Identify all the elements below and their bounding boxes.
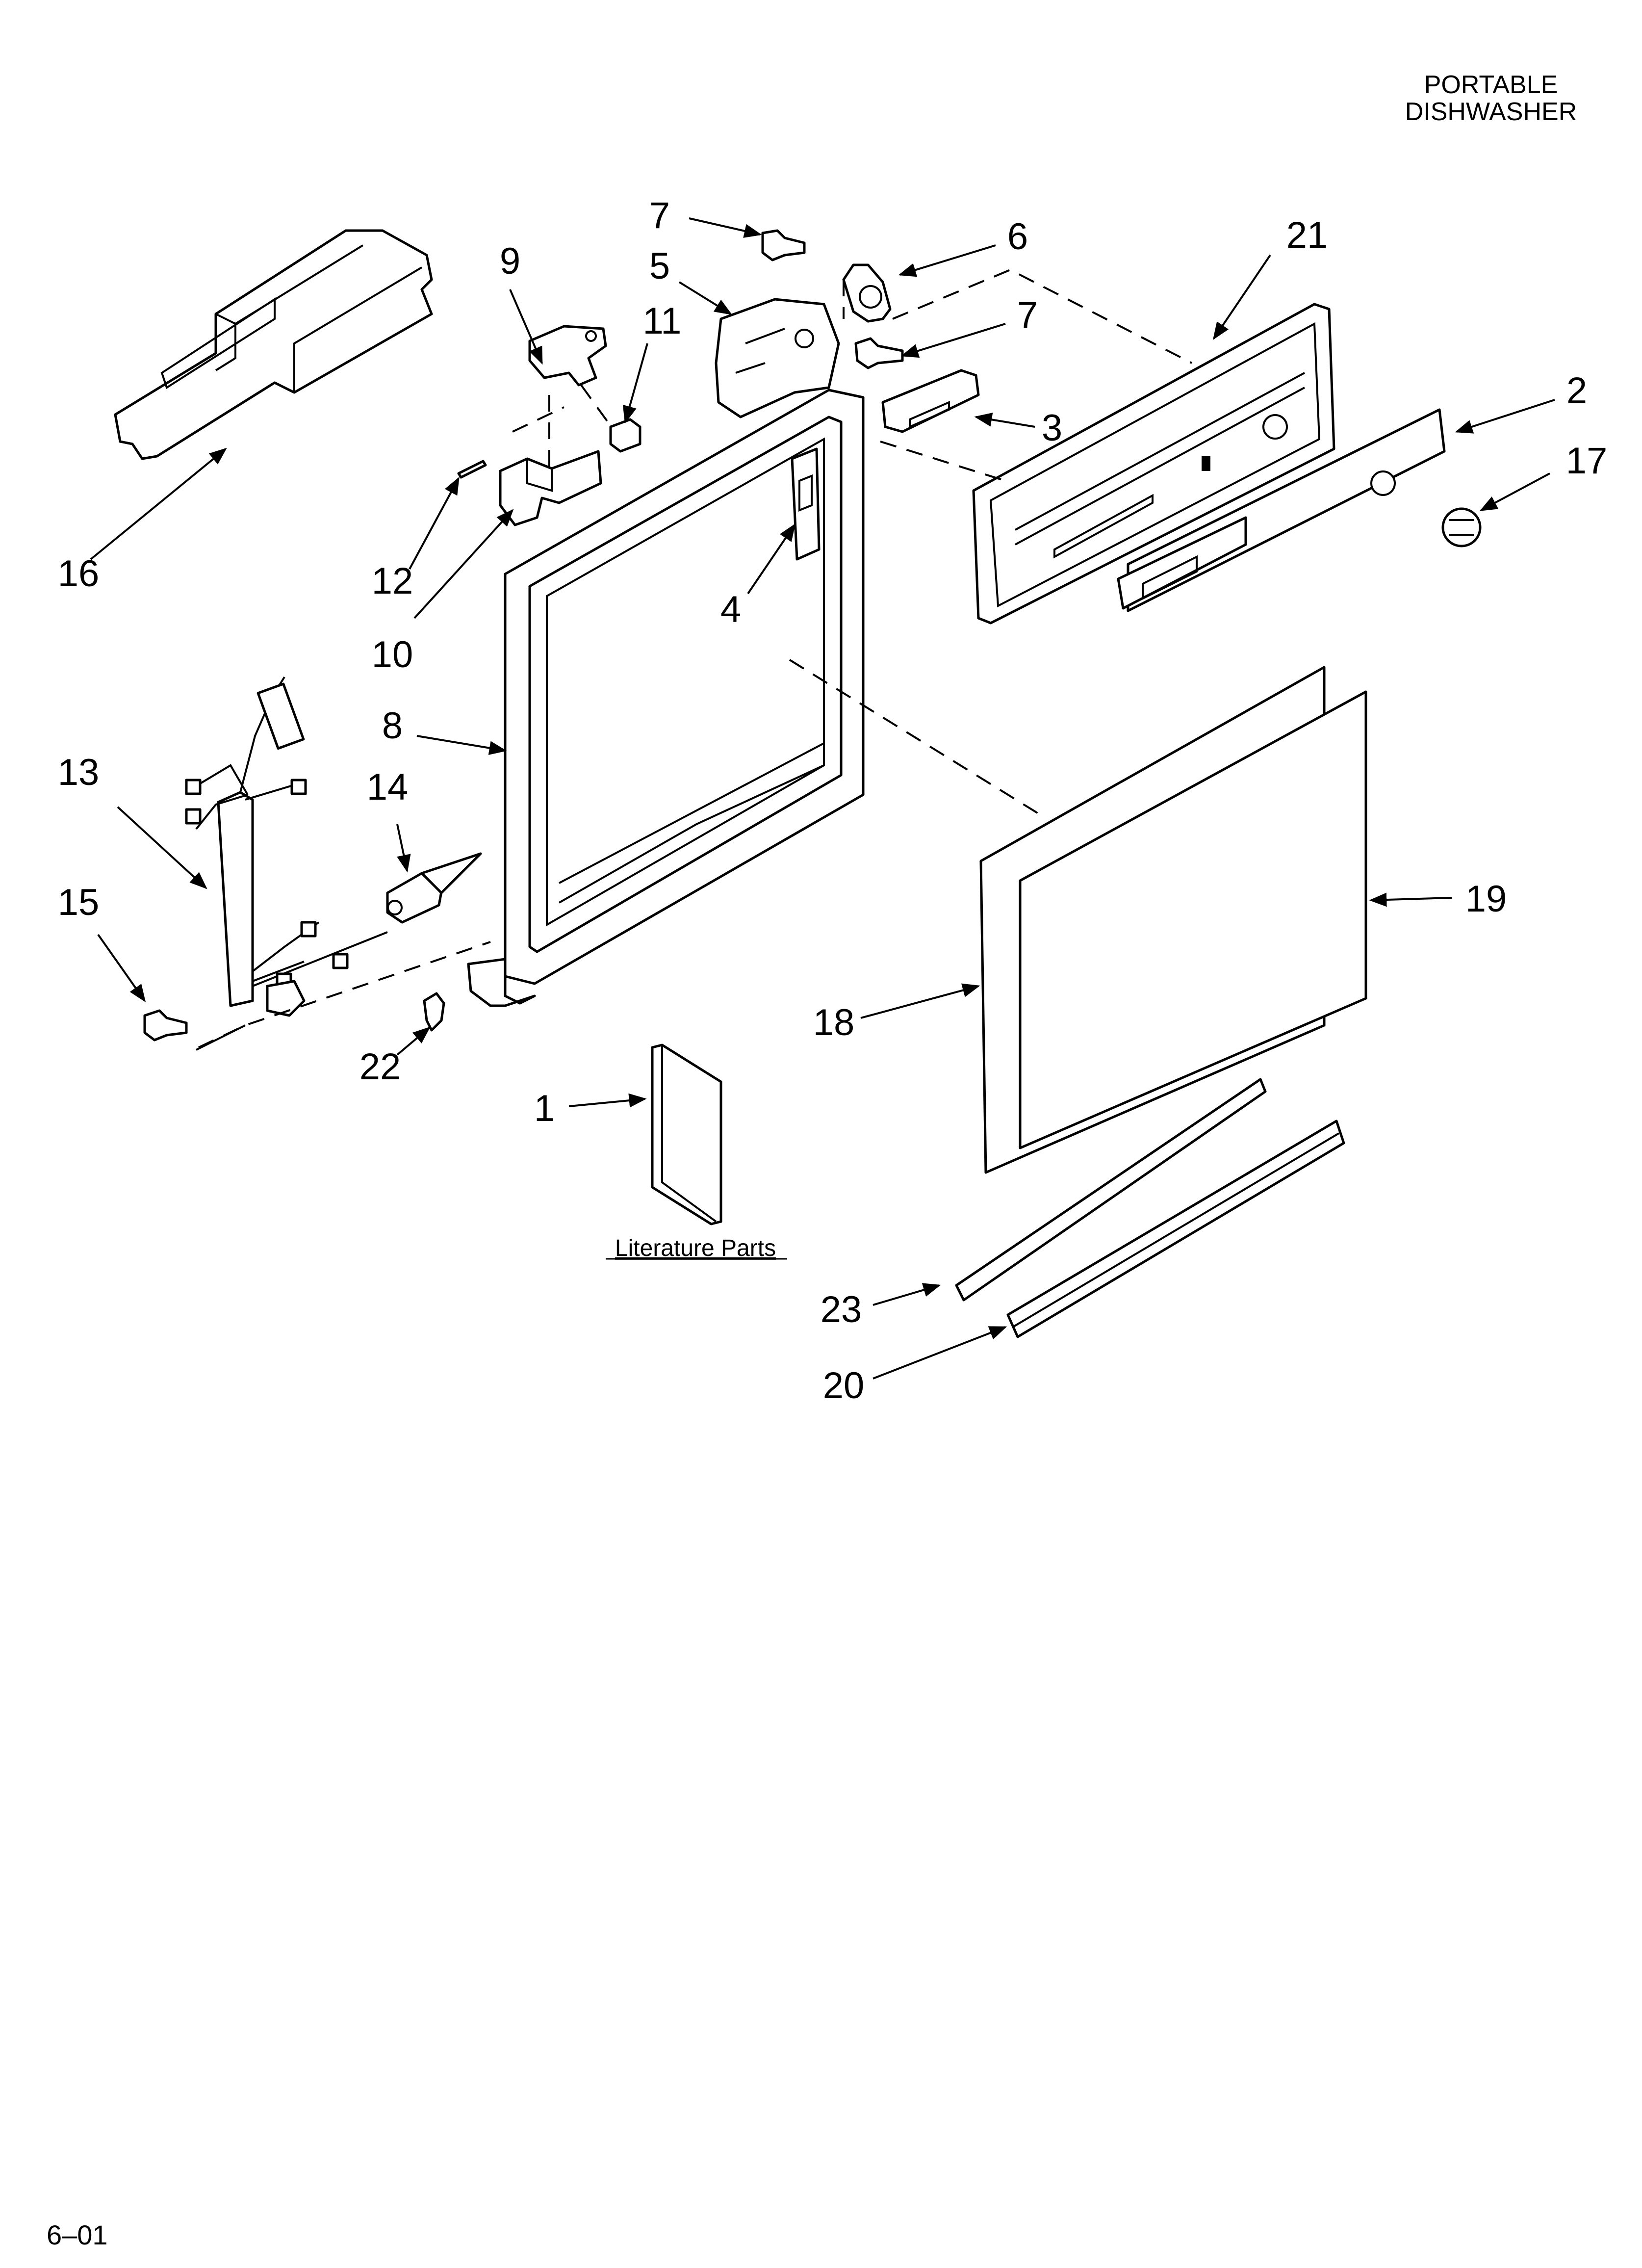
part-19-panel-insert bbox=[1019, 690, 1367, 1149]
part-12-pin bbox=[457, 460, 487, 479]
callout-17: 17 bbox=[1566, 440, 1608, 482]
part-23-trim-strip bbox=[955, 1078, 1267, 1302]
part-22-clip bbox=[423, 992, 445, 1032]
part-17-knob bbox=[1441, 507, 1482, 547]
part-4-bracket bbox=[791, 447, 821, 561]
callout-20: 20 bbox=[823, 1365, 865, 1407]
header-line-1: PORTABLE bbox=[1424, 71, 1558, 99]
callout-10: 10 bbox=[372, 634, 413, 676]
callout-15: 15 bbox=[58, 882, 100, 923]
callout-21: 21 bbox=[1286, 214, 1328, 256]
callout-23: 23 bbox=[821, 1289, 862, 1330]
callout-numbers: 7 6 9 5 21 11 7 2 3 17 16 12 4 10 8 13 1… bbox=[58, 195, 1608, 1407]
part-2-overlay bbox=[1117, 408, 1446, 612]
part-10-strike bbox=[499, 450, 602, 526]
header-line-2: DISHWASHER bbox=[1405, 98, 1577, 126]
part-3-switch-block bbox=[881, 369, 980, 433]
leader-lines bbox=[90, 217, 1555, 1380]
callout-5: 5 bbox=[649, 245, 670, 287]
part-14-connector bbox=[386, 852, 482, 924]
part-6-knob bbox=[842, 263, 892, 323]
footer-code: 6–01 bbox=[47, 2219, 108, 2250]
callout-2: 2 bbox=[1566, 370, 1587, 412]
callout-7-top: 7 bbox=[649, 195, 670, 236]
part-7-screw-mid bbox=[854, 337, 904, 369]
part-20-bottom-trim bbox=[1006, 1120, 1345, 1338]
callout-13: 13 bbox=[58, 752, 100, 793]
part-11-switch bbox=[609, 418, 641, 453]
callout-4: 4 bbox=[720, 589, 741, 630]
callout-9: 9 bbox=[500, 240, 520, 282]
callout-12: 12 bbox=[372, 560, 413, 602]
part-5-timer bbox=[715, 298, 840, 418]
callout-1: 1 bbox=[534, 1088, 555, 1129]
part-9-door-latch bbox=[528, 325, 607, 387]
callout-8: 8 bbox=[382, 705, 403, 747]
part-16-vent-housing bbox=[114, 229, 433, 460]
callout-19: 19 bbox=[1465, 878, 1507, 920]
part-21-control-panel bbox=[972, 303, 1335, 625]
alignment-lines bbox=[198, 268, 1192, 1048]
part-8-inner-door-frame bbox=[467, 389, 865, 1007]
literature-parts-label: Literature Parts bbox=[615, 1235, 776, 1261]
callout-22: 22 bbox=[359, 1046, 401, 1088]
part-15-screw bbox=[143, 1009, 188, 1042]
part-13-wire-harness bbox=[185, 676, 388, 1017]
callout-18: 18 bbox=[813, 1002, 855, 1043]
part-1-literature bbox=[651, 1043, 722, 1225]
callout-14: 14 bbox=[367, 766, 409, 808]
callout-3: 3 bbox=[1042, 407, 1062, 449]
callout-7-mid: 7 bbox=[1017, 294, 1038, 336]
callout-16: 16 bbox=[58, 553, 100, 595]
callout-11: 11 bbox=[643, 300, 682, 342]
part-7-screw-top bbox=[761, 229, 806, 261]
callout-6: 6 bbox=[1007, 216, 1028, 258]
